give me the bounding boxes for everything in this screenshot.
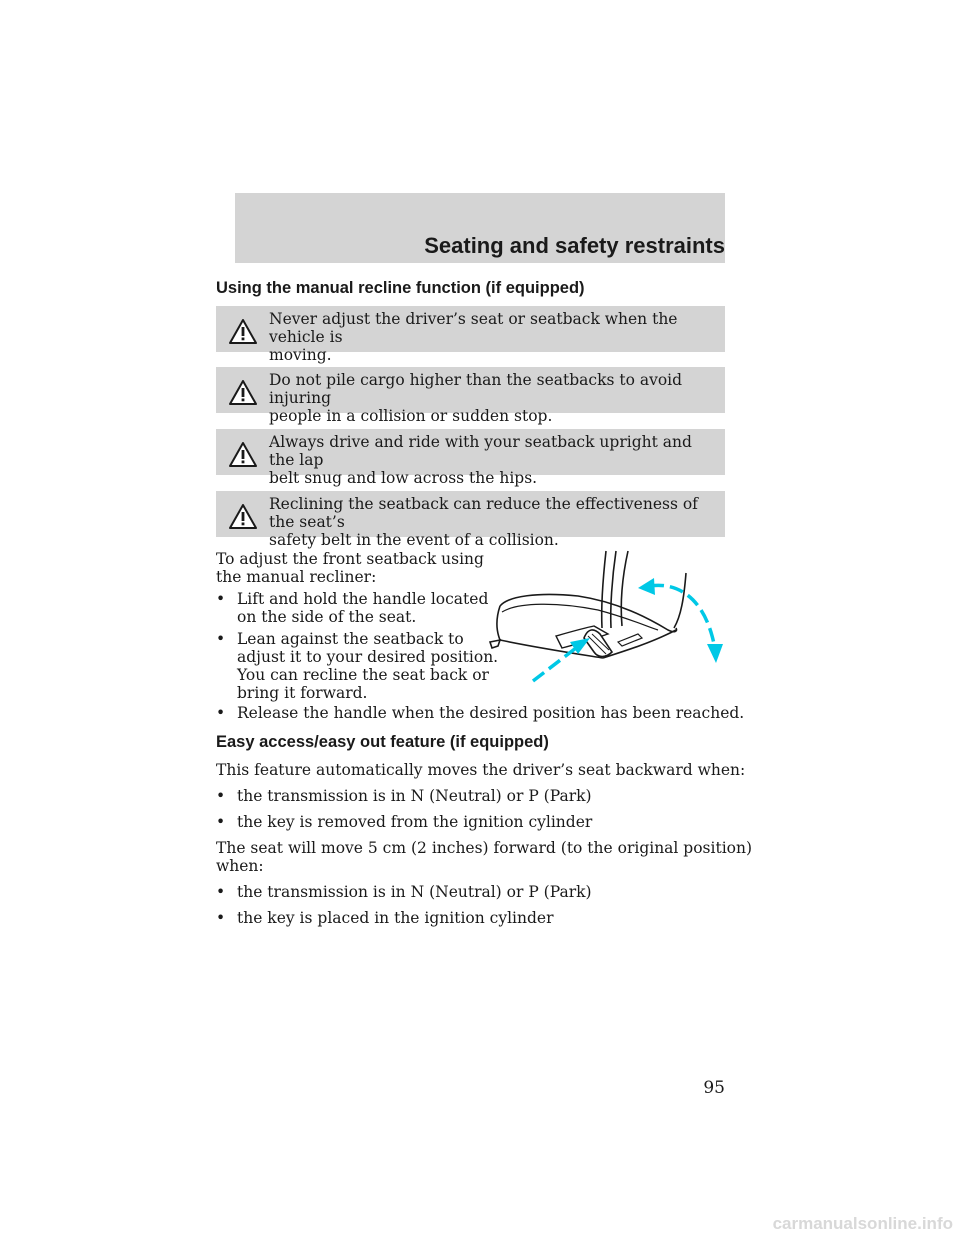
warning-text: Do not pile cargo higher than the seatba… xyxy=(269,371,683,425)
warning-text: Always drive and ride with your seatback… xyxy=(269,433,692,487)
warning-box: Reclining the seatback can reduce the ef… xyxy=(216,491,725,549)
footer-watermark: carmanualsonline.info xyxy=(772,1214,953,1233)
page-number: 95 xyxy=(703,1078,725,1098)
warning-triangle-icon xyxy=(229,319,257,344)
seat-recliner-illustration xyxy=(488,550,723,683)
warning-box: Do not pile cargo higher than the seatba… xyxy=(216,367,725,425)
section-heading-easy-access: Easy access/easy out feature (if equippe… xyxy=(216,733,549,751)
paragraph: This feature automatically moves the dri… xyxy=(216,761,746,779)
intro-paragraph: To adjust the front seatback using the m… xyxy=(216,550,484,586)
warning-box: Never adjust the driver’s seat or seatba… xyxy=(216,306,725,364)
paragraph: The seat will move 5 cm (2 inches) forwa… xyxy=(216,839,753,875)
section-heading-manual-recline: Using the manual recline function (if eq… xyxy=(216,279,585,297)
warning-triangle-icon xyxy=(229,380,257,405)
warning-triangle-icon xyxy=(229,504,257,529)
warning-text: Never adjust the driver’s seat or seatba… xyxy=(269,310,678,364)
page-header-title: Seating and safety restraints xyxy=(424,233,725,258)
header-band: Seating and safety restraints xyxy=(235,193,725,263)
warning-triangle-icon xyxy=(229,442,257,467)
warning-text: Reclining the seatback can reduce the ef… xyxy=(269,495,698,549)
warning-box: Always drive and ride with your seatback… xyxy=(216,429,725,487)
